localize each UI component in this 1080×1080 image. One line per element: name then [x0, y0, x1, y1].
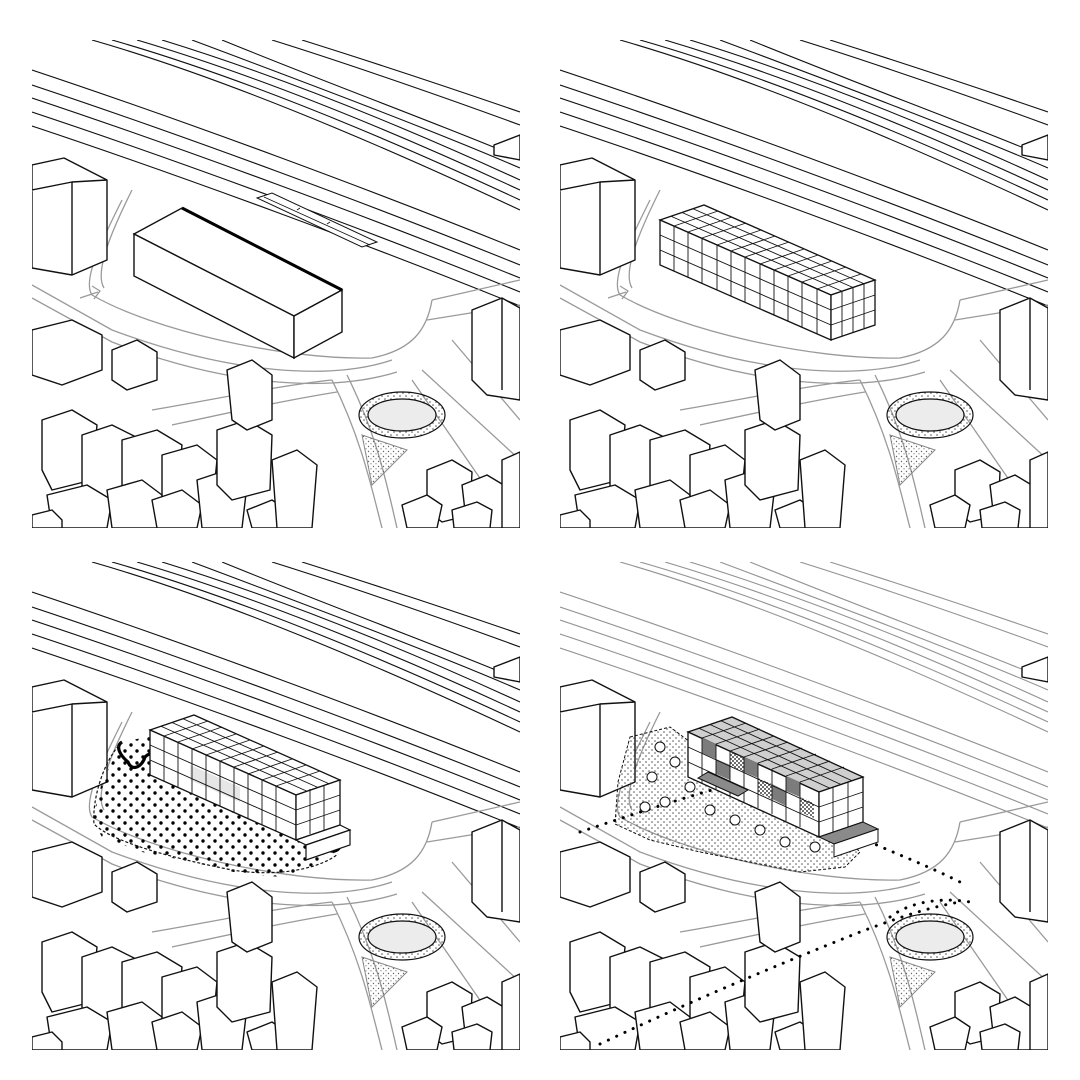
- tree-icon: [639, 741, 821, 853]
- phase-4-panel: [560, 562, 1048, 1050]
- modular-grid-building: [659, 204, 876, 341]
- phase-2-axonometric: [560, 40, 1048, 528]
- building-volume: [132, 206, 344, 360]
- arrow-icon: [607, 285, 629, 300]
- phase-1-axonometric: [32, 40, 520, 528]
- phase-1-panel: [32, 40, 520, 528]
- phase-2-panel: [560, 40, 1048, 528]
- pedestrian-path: [858, 835, 962, 884]
- modular-grid-building: [686, 716, 880, 858]
- arrow-icon: [79, 285, 101, 300]
- phase-4-axonometric: [560, 562, 1048, 1050]
- train-icon: [255, 192, 379, 248]
- modular-grid-building: [148, 714, 352, 861]
- phase-3-axonometric: [32, 562, 520, 1050]
- phase-3-panel: [32, 562, 520, 1050]
